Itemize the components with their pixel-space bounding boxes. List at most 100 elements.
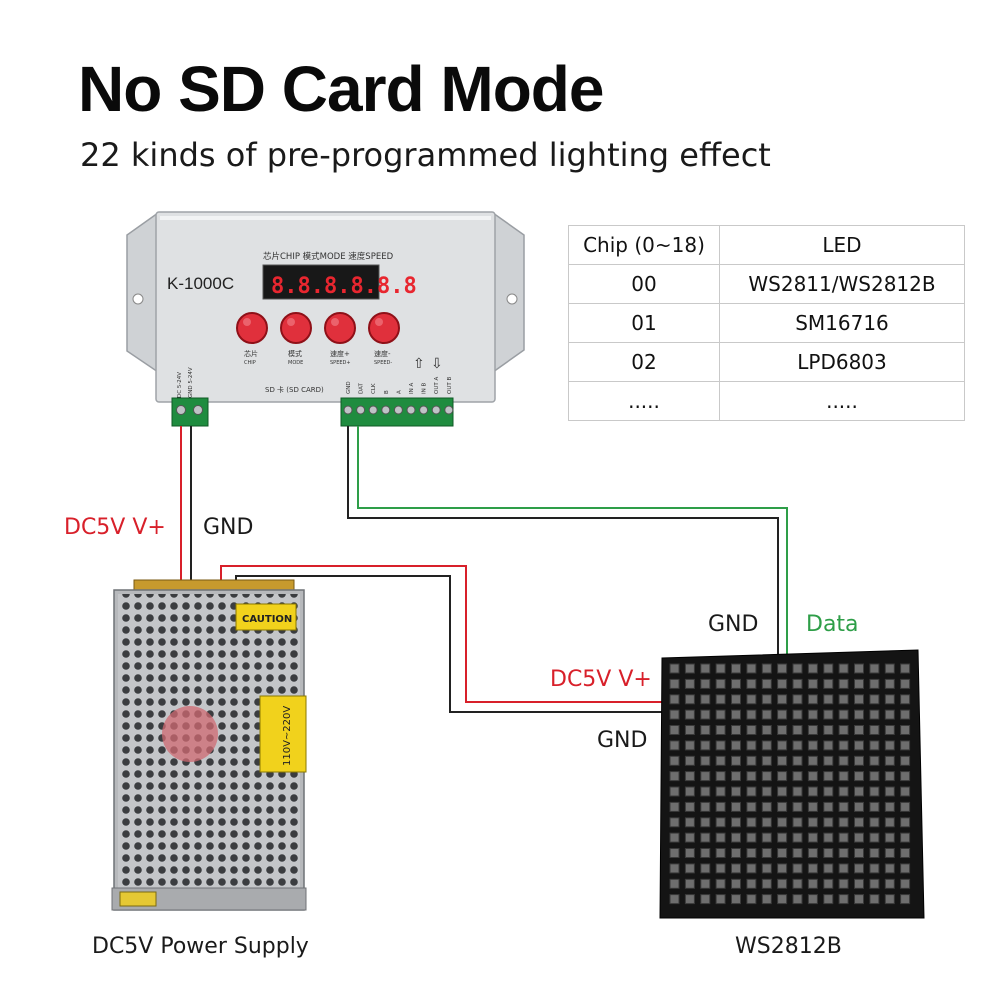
led-pixel — [792, 740, 803, 751]
output-terminal-label: B — [384, 390, 390, 394]
led-pixel — [715, 832, 726, 843]
led-pixel — [869, 832, 880, 843]
led-pixel — [777, 678, 788, 689]
led-pixel — [869, 771, 880, 782]
led-pixel — [684, 678, 695, 689]
led-pixel — [823, 740, 834, 751]
led-pixel — [715, 801, 726, 812]
terminal-screw[interactable] — [406, 405, 416, 415]
led-pixel — [869, 863, 880, 874]
led-pixel — [823, 678, 834, 689]
wire-out-gnd — [347, 426, 779, 658]
led-pixel — [854, 848, 864, 858]
panel-vplus-label: DC5V V+ — [550, 667, 652, 692]
button-mode[interactable] — [280, 312, 312, 344]
led-pixel — [792, 878, 803, 889]
led-pixel — [854, 771, 864, 782]
led-pixel — [900, 678, 911, 689]
led-pixel — [761, 832, 772, 843]
led-pixel — [684, 832, 695, 843]
led-pixel — [854, 801, 864, 812]
input-terminal-block[interactable] — [171, 397, 209, 427]
ctrl-vplus-label: DC5V V+ — [64, 515, 166, 540]
table-header-chip: Chip (0~18) — [568, 225, 720, 265]
led-pixel — [792, 894, 803, 905]
led-pixel — [731, 725, 741, 735]
terminal-screw[interactable] — [368, 405, 378, 415]
led-pixel — [777, 848, 788, 858]
terminal-screw[interactable] — [393, 405, 403, 415]
led-pixel — [715, 786, 726, 797]
page-title: No SD Card Mode — [78, 53, 604, 125]
led-pixel — [823, 832, 834, 843]
terminal-screw[interactable] — [356, 405, 366, 415]
led-pixel — [777, 817, 788, 828]
button-speed-down[interactable] — [368, 312, 400, 344]
caution-label: CAUTION — [242, 614, 292, 625]
led-pixel — [884, 771, 895, 782]
led-pixel — [792, 694, 803, 705]
led-pixel — [823, 863, 834, 874]
led-pixel — [838, 894, 849, 905]
led-pixel — [761, 709, 772, 720]
button-chip[interactable] — [236, 312, 268, 344]
button-mode-label: 模式 — [288, 349, 302, 358]
led-pixel — [700, 894, 711, 905]
led-pixel — [731, 663, 741, 674]
led-matrix-panel — [659, 649, 925, 919]
led-pixel — [731, 755, 741, 766]
led-pixel — [715, 740, 726, 751]
panel-data-label: Data — [806, 612, 859, 637]
led-pixel — [823, 894, 834, 905]
arrow-up-icon: ⇧ — [413, 356, 425, 372]
terminal-screw[interactable] — [431, 405, 441, 415]
led-pixel — [684, 863, 695, 874]
terminal-screw[interactable] — [444, 405, 454, 415]
led-pixel — [684, 878, 695, 889]
table-cell-led: LPD6803 — [719, 342, 965, 382]
led-pixel — [684, 663, 695, 674]
output-terminal-block[interactable] — [340, 397, 454, 427]
led-pixel — [700, 786, 711, 797]
led-pixel — [746, 709, 757, 720]
led-pixel — [900, 878, 911, 889]
led-pixel — [684, 801, 695, 812]
led-pixel — [838, 786, 849, 797]
led-pixel — [761, 740, 772, 751]
led-pixel — [854, 755, 864, 766]
led-pixel — [884, 678, 895, 689]
led-pixel — [900, 709, 911, 720]
led-pixel — [823, 771, 834, 782]
led-pixel — [807, 725, 818, 735]
led-pixel — [838, 725, 849, 735]
led-pixel — [715, 709, 726, 720]
terminal-screw[interactable] — [381, 405, 391, 415]
controller-device: K-1000C 芯片CHIP 模式MODE 速度SPEED 8.8.8.8.8.… — [126, 211, 525, 427]
led-pixel — [669, 817, 680, 828]
led-pixel — [684, 709, 695, 720]
led-pixel — [869, 801, 880, 812]
led-pixel — [807, 894, 818, 905]
led-pixel — [884, 755, 895, 766]
led-pixel — [731, 894, 741, 905]
led-pixel — [777, 878, 788, 889]
led-pixel — [884, 832, 895, 843]
led-pixel — [746, 878, 757, 889]
table-cell-chip: 00 — [568, 264, 720, 304]
terminal-screw[interactable] — [419, 405, 429, 415]
led-pixel — [761, 694, 772, 705]
led-pixel — [807, 848, 818, 858]
table-cell-led: ..... — [719, 381, 965, 421]
led-pixel — [700, 755, 711, 766]
wire-data — [357, 426, 788, 658]
led-pixel — [807, 694, 818, 705]
led-pixel — [684, 817, 695, 828]
led-pixel — [700, 709, 711, 720]
led-pixel — [869, 894, 880, 905]
button-speed-up[interactable] — [324, 312, 356, 344]
terminal-screw[interactable] — [343, 405, 353, 415]
led-pixel — [700, 678, 711, 689]
led-pixel — [869, 878, 880, 889]
